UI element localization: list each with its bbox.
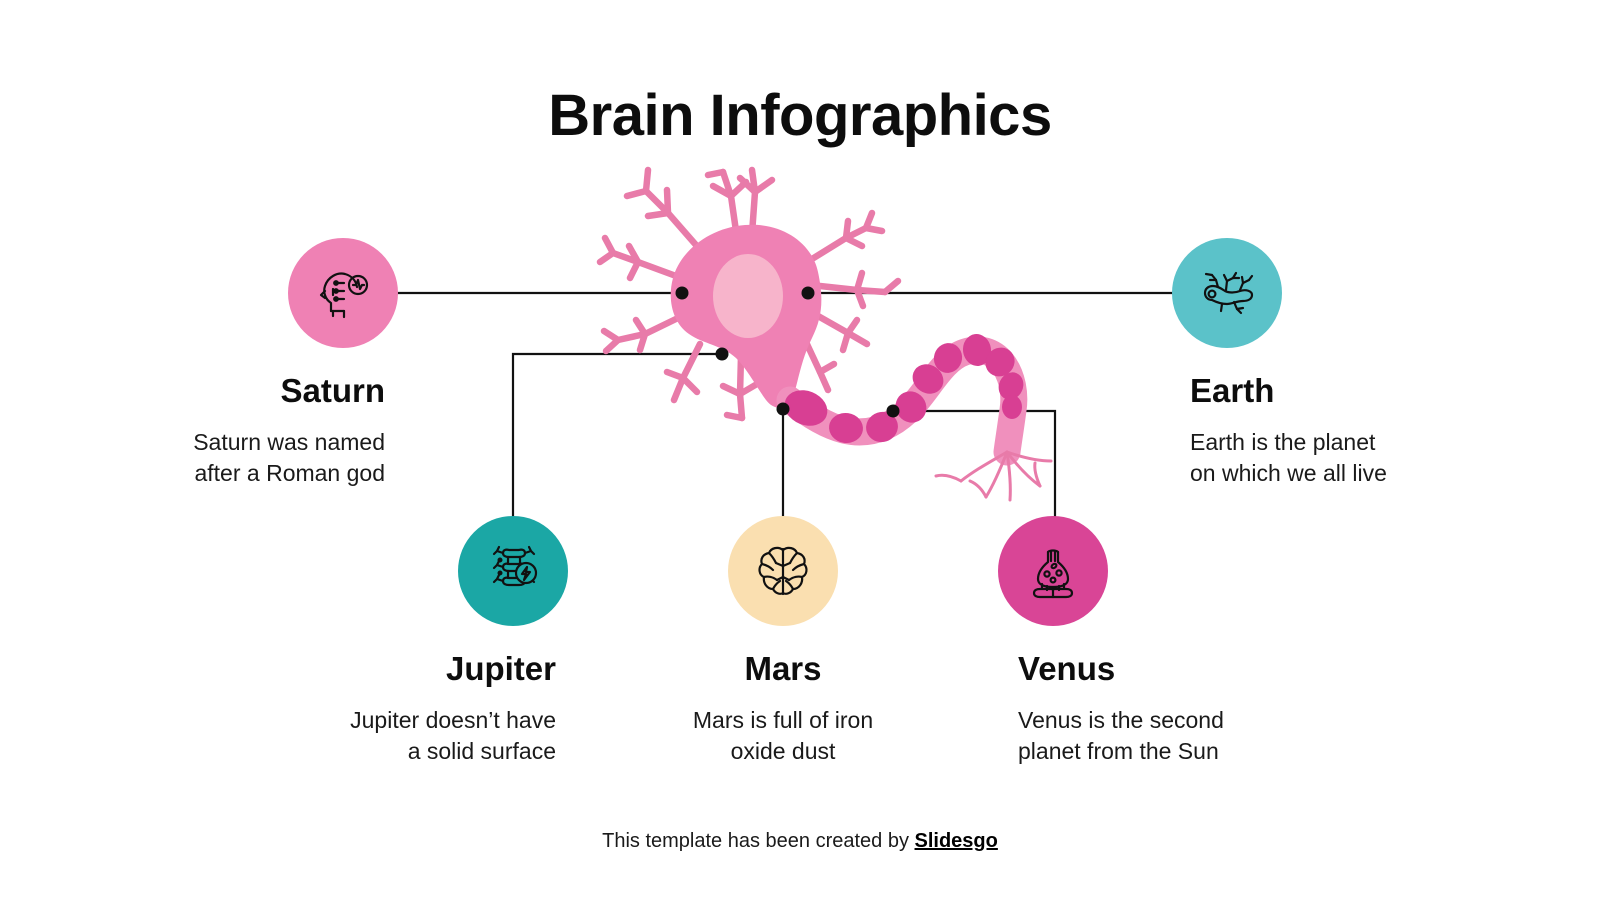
body-mars: Mars is full of iron oxide dust — [692, 706, 874, 764]
connector-lines — [395, 291, 1175, 520]
slidesgo-link[interactable]: Slidesgo — [914, 830, 998, 852]
axon-core — [776, 336, 1028, 466]
heading-jupiter: Jupiter — [445, 650, 556, 687]
head-brain-signal-icon — [319, 272, 369, 319]
node-circle-mars[interactable] — [728, 516, 838, 626]
heading-mars: Mars — [744, 650, 822, 687]
heading-earth: Earth — [1190, 372, 1275, 409]
node-circle-venus[interactable] — [998, 516, 1108, 626]
heading-venus: Venus — [1018, 650, 1116, 687]
dot-venus — [886, 404, 900, 418]
dot-saturn — [675, 286, 689, 300]
neuron-soma — [670, 224, 822, 408]
body-venus: Venus is the second planet from the Sun — [1018, 706, 1224, 764]
neuron-axon — [776, 334, 1053, 502]
neuron-dendrites — [596, 166, 902, 422]
body-earth: Earth is the planet on which we all live — [1190, 428, 1387, 486]
synapse-icon — [1032, 549, 1074, 599]
node-circle-jupiter[interactable] — [458, 516, 568, 626]
footer-credit: This template has been created by Slides… — [0, 830, 1600, 853]
connector-venus — [893, 409, 1057, 520]
neuron-nucleus — [713, 254, 783, 338]
dot-jupiter — [715, 347, 729, 361]
node-circle-saturn[interactable] — [288, 238, 398, 348]
text-block-jupiter: Jupiter Jupiter doesn’t have a solid sur… — [248, 650, 556, 767]
dot-mars — [776, 402, 790, 416]
page-title: Brain Infographics — [548, 83, 1052, 148]
body-jupiter: Jupiter doesn’t have a solid surface — [350, 706, 556, 764]
text-block-venus: Venus Venus is the second planet from th… — [1018, 650, 1318, 767]
spine-lightning-icon — [492, 545, 538, 587]
text-block-mars: Mars Mars is full of iron oxide dust — [633, 650, 933, 767]
text-block-saturn: Saturn Saturn was named after a Roman go… — [80, 372, 385, 489]
node-circle-earth[interactable] — [1172, 238, 1282, 348]
body-saturn: Saturn was named after a Roman god — [193, 428, 385, 486]
dot-earth — [801, 286, 815, 300]
connector-jupiter — [511, 352, 722, 520]
neuron-cell-icon — [1203, 271, 1254, 315]
heading-saturn: Saturn — [280, 372, 385, 409]
text-block-earth: Earth Earth is the planet on which we al… — [1190, 372, 1520, 489]
footer-credit-text: This template has been created by — [602, 830, 915, 852]
connector-endpoint-dots — [675, 286, 900, 418]
brain-top-view-icon — [758, 546, 808, 596]
